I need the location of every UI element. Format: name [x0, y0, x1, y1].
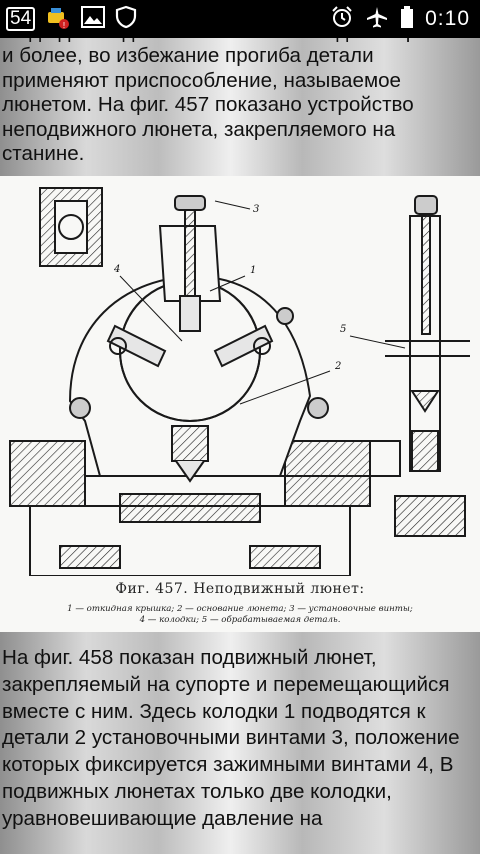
reader-text-top[interactable]: когда длина детали составляет 12 диаметр…: [0, 38, 480, 176]
paragraph-top: когда длина детали составляет 12 диаметр…: [2, 38, 468, 166]
notification-count-icon: 54: [6, 7, 36, 31]
figure-457[interactable]: 3 4 1 5 2 Фиг. 457. Неподвижный люнет: 1…: [0, 176, 480, 632]
callout-2: 2: [334, 361, 341, 372]
cleaner-app-icon: !: [45, 4, 71, 35]
reader-text-bottom[interactable]: На фиг. 458 показан подвижный люнет, зак…: [0, 632, 480, 854]
battery-icon: [401, 5, 414, 33]
figure-legend-line-2: 4 — колодки; 5 — обрабатываемая деталь.: [139, 615, 341, 625]
clock-time: 0:10: [425, 7, 470, 30]
callout-4: 4: [113, 264, 120, 275]
svg-text:!: !: [63, 21, 65, 30]
alarm-icon: [331, 5, 353, 33]
lathe-steady-rest-drawing: 3 4 1 5 2: [9, 187, 470, 577]
image-icon: [81, 5, 106, 33]
callout-1: 1: [250, 265, 256, 276]
airplane-mode-icon: [365, 5, 389, 34]
paragraph-bottom: На фиг. 458 показан подвижный люнет, зак…: [2, 646, 460, 830]
callout-5: 5: [340, 324, 346, 335]
callout-3: 3: [253, 204, 259, 215]
figure-caption: Фиг. 457. Неподвижный люнет:: [115, 581, 365, 597]
shield-icon: [115, 5, 137, 34]
status-bar: 54 ! 0:10: [0, 0, 480, 38]
figure-legend-line-1: 1 — откидная крышка; 2 — основание люнет…: [67, 604, 413, 614]
